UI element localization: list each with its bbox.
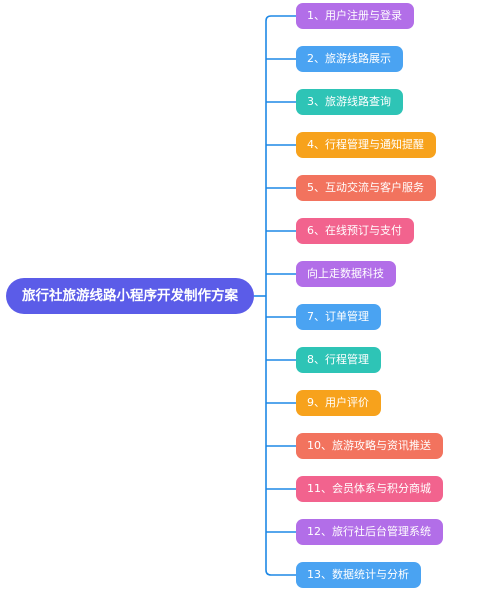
branch-agency-admin-system[interactable]: 12、旅行社后台管理系统 [296, 519, 443, 545]
branch-tour-route-search[interactable]: 3、旅游线路查询 [296, 89, 403, 115]
root-topic[interactable]: 旅行社旅游线路小程序开发制作方案 [6, 278, 254, 314]
branch-data-statistics-analysis[interactable]: 13、数据统计与分析 [296, 562, 421, 588]
branch-online-booking-payment[interactable]: 6、在线预订与支付 [296, 218, 414, 244]
branch-itinerary-notifications[interactable]: 4、行程管理与通知提醒 [296, 132, 436, 158]
branch-user-registration-login[interactable]: 1、用户注册与登录 [296, 3, 414, 29]
branch-itinerary-management[interactable]: 8、行程管理 [296, 347, 381, 373]
branch-membership-points-mall[interactable]: 11、会员体系与积分商城 [296, 476, 443, 502]
branch-connector [265, 569, 296, 576]
branch-interaction-customer-service[interactable]: 5、互动交流与客户服务 [296, 175, 436, 201]
branch-connector [265, 15, 296, 22]
branch-tour-route-display[interactable]: 2、旅游线路展示 [296, 46, 403, 72]
branch-travel-guides-news[interactable]: 10、旅游攻略与资讯推送 [296, 433, 443, 459]
branch-user-reviews[interactable]: 9、用户评价 [296, 390, 381, 416]
branch-company-name[interactable]: 向上走数据科技 [296, 261, 396, 287]
branch-order-management[interactable]: 7、订单管理 [296, 304, 381, 330]
